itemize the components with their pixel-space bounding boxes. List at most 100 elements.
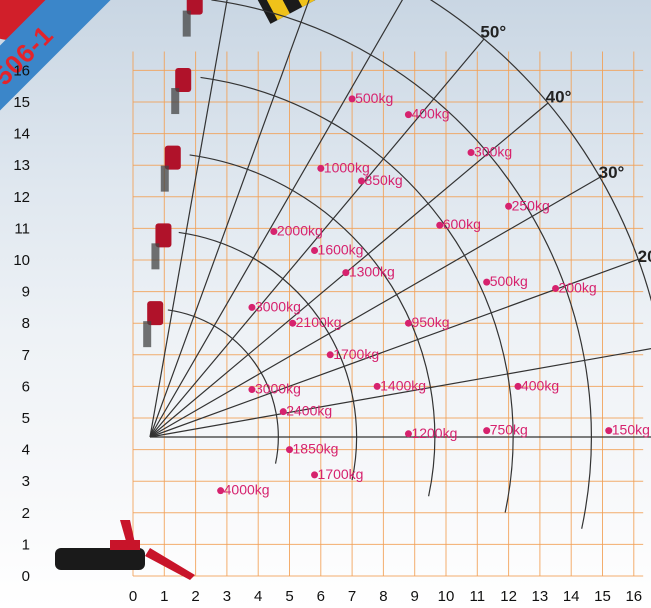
load-capacity-label: 500kg [355, 90, 393, 106]
load-point-marker [217, 487, 225, 495]
load-point-marker [552, 284, 560, 292]
x-tick-label: 7 [348, 588, 356, 605]
load-capacity-label: 2100kg [296, 314, 342, 330]
y-tick-label: 15 [13, 94, 30, 111]
y-tick-label: 2 [22, 505, 30, 522]
load-capacity-label: 2000kg [277, 223, 323, 239]
load-capacity-label: 3000kg [255, 381, 301, 397]
load-point-marker [311, 471, 319, 479]
y-tick-label: 7 [22, 347, 30, 364]
load-point-marker [404, 430, 412, 438]
y-tick-label: 1 [22, 536, 30, 553]
load-point-marker [326, 351, 334, 359]
boom-angle-ray [149, 38, 485, 438]
y-tick-label: 6 [22, 378, 30, 395]
load-capacity-label: 1700kg [318, 466, 364, 482]
x-tick-label: 14 [563, 588, 580, 605]
load-point-marker [357, 177, 365, 185]
load-point-marker [248, 386, 256, 394]
angle-label: 20° [638, 247, 651, 266]
y-tick-label: 9 [22, 284, 30, 301]
load-capacity-label: 1600kg [318, 242, 364, 258]
load-point-marker [348, 95, 356, 103]
x-tick-label: 5 [285, 588, 293, 605]
load-point-marker [286, 446, 293, 454]
load-capacity-label: 750kg [490, 422, 528, 438]
load-capacity-label: 950kg [411, 314, 449, 330]
outrigger-icon [120, 520, 136, 548]
load-point-marker [483, 427, 491, 435]
load-point-marker [605, 427, 613, 435]
angle-label: 40° [546, 88, 572, 107]
load-capacity-label: 850kg [364, 172, 402, 188]
load-point-marker [505, 202, 513, 210]
load-point-marker [270, 228, 278, 236]
load-capacity-label: 300kg [474, 144, 512, 160]
hook-block-icon [160, 165, 169, 192]
x-tick-label: 2 [191, 588, 199, 605]
x-tick-label: 15 [594, 588, 611, 605]
load-capacity-label: 1700kg [333, 346, 379, 362]
boom-angle-ray [149, 176, 601, 438]
crane-body-icon [110, 540, 140, 550]
y-tick-label: 11 [14, 220, 30, 237]
hook-block-icon [171, 88, 180, 115]
x-tick-label: 1 [160, 588, 168, 605]
boom-tip-icon [147, 301, 164, 326]
angle-label: 50° [480, 22, 506, 41]
y-tick-label: 8 [22, 315, 30, 332]
load-capacity-label: 3000kg [255, 298, 301, 314]
x-tick-label: 13 [532, 588, 549, 605]
y-tick-label: 5 [22, 410, 30, 427]
load-point-marker [467, 149, 475, 157]
hook-block-icon [182, 10, 191, 37]
boom-length-arc [178, 231, 358, 481]
load-point-marker [436, 221, 444, 229]
load-point-marker [311, 247, 319, 255]
y-tick-label: 13 [13, 157, 30, 174]
load-capacity-label: 1850kg [293, 441, 339, 457]
x-tick-label: 6 [317, 588, 325, 605]
boom-tip-icon [175, 68, 192, 93]
x-tick-label: 3 [223, 588, 231, 605]
angle-label: 30° [599, 163, 625, 182]
boom-tip-icon [186, 0, 203, 15]
load-capacity-label: 1200kg [411, 425, 457, 441]
hook-block-icon [143, 321, 152, 348]
load-point-marker [289, 319, 297, 327]
load-point-marker [514, 382, 522, 390]
load-point-marker [373, 382, 381, 390]
x-tick-label: 16 [625, 588, 642, 605]
boom-angle-ray [149, 0, 228, 438]
boom-length-arc [211, 0, 592, 529]
load-point-marker [404, 111, 412, 119]
hook-block-icon [151, 243, 160, 270]
y-tick-label: 4 [22, 442, 30, 459]
x-tick-label: 4 [254, 588, 262, 605]
x-tick-label: 8 [379, 588, 387, 605]
load-point-marker [248, 303, 256, 311]
y-tick-label: 14 [13, 126, 30, 143]
load-capacity-label: 250kg [512, 197, 550, 213]
load-point-marker [279, 408, 287, 416]
load-capacity-label: 200kg [559, 279, 597, 295]
load-point-marker [342, 269, 350, 277]
load-capacity-label: 150kg [612, 422, 650, 438]
y-tick-label: 12 [13, 189, 30, 206]
load-capacity-label: 1000kg [324, 159, 370, 175]
boom-angle-ray [149, 348, 651, 438]
boom-length-arc [189, 154, 436, 497]
load-capacity-label: 2400kg [286, 403, 332, 419]
boom-length-arc [200, 76, 514, 513]
load-capacity-label: 1400kg [380, 377, 426, 393]
x-tick-label: 9 [411, 588, 419, 605]
load-capacity-label: 600kg [443, 216, 481, 232]
boom-angle-ray [149, 0, 403, 438]
load-point-marker [317, 164, 325, 172]
y-tick-label: 3 [22, 473, 30, 490]
load-point-marker [404, 319, 412, 327]
load-capacity-label: 1300kg [349, 264, 395, 280]
y-tick-label: 0 [22, 568, 30, 585]
boom-tip-icon [164, 145, 181, 170]
